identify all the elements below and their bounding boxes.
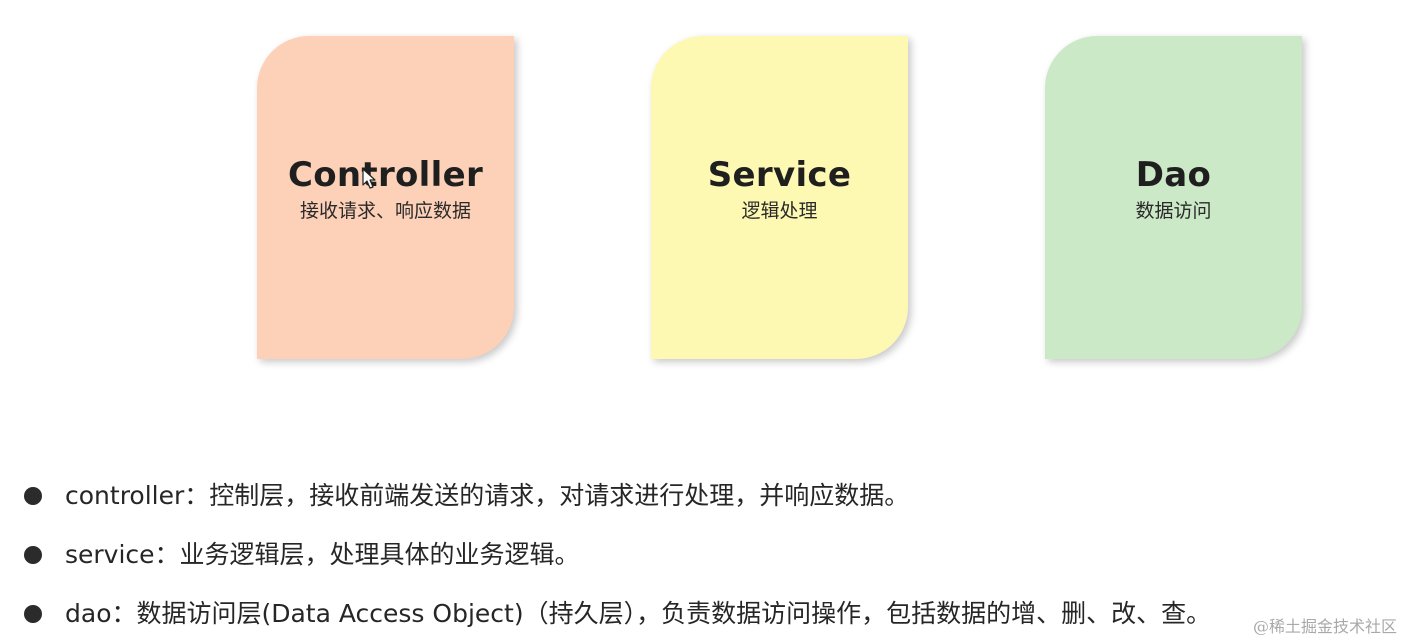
- bullet-list: controller：控制层，接收前端发送的请求，对请求进行处理，并响应数据。 …: [24, 466, 1394, 643]
- card-subtitle: 接收请求、响应数据: [299, 199, 471, 222]
- card-title: Service: [707, 154, 852, 195]
- card-title: Dao: [1135, 154, 1212, 195]
- controller-card: Controller 接收请求、响应数据: [257, 36, 514, 359]
- watermark: @稀土掘金技术社区: [1252, 617, 1397, 636]
- card-title: Controller: [287, 154, 484, 195]
- layer-diagram: Controller 接收请求、响应数据 Service 逻辑处理 Dao 数据…: [257, 36, 1302, 359]
- bullet-dot-icon: [24, 604, 42, 623]
- list-item: controller：控制层，接收前端发送的请求，对请求进行处理，并响应数据。: [24, 466, 1394, 525]
- bullet-text: controller：控制层，接收前端发送的请求，对请求进行处理，并响应数据。: [65, 480, 910, 510]
- bullet-text: dao：数据访问层(Data Access Object)（持久层），负责数据访…: [65, 598, 1212, 628]
- bullet-text: service：业务逻辑层，处理具体的业务逻辑。: [65, 539, 580, 569]
- mouse-cursor-icon: [362, 168, 376, 189]
- bullet-dot-icon: [24, 486, 42, 505]
- card-subtitle: 数据访问: [1135, 199, 1212, 222]
- bullet-dot-icon: [24, 545, 42, 564]
- list-item: service：业务逻辑层，处理具体的业务逻辑。: [24, 525, 1394, 584]
- service-card: Service 逻辑处理: [651, 36, 908, 359]
- card-subtitle: 逻辑处理: [741, 199, 818, 222]
- dao-card: Dao 数据访问: [1045, 36, 1302, 359]
- list-item: dao：数据访问层(Data Access Object)（持久层），负责数据访…: [24, 584, 1394, 643]
